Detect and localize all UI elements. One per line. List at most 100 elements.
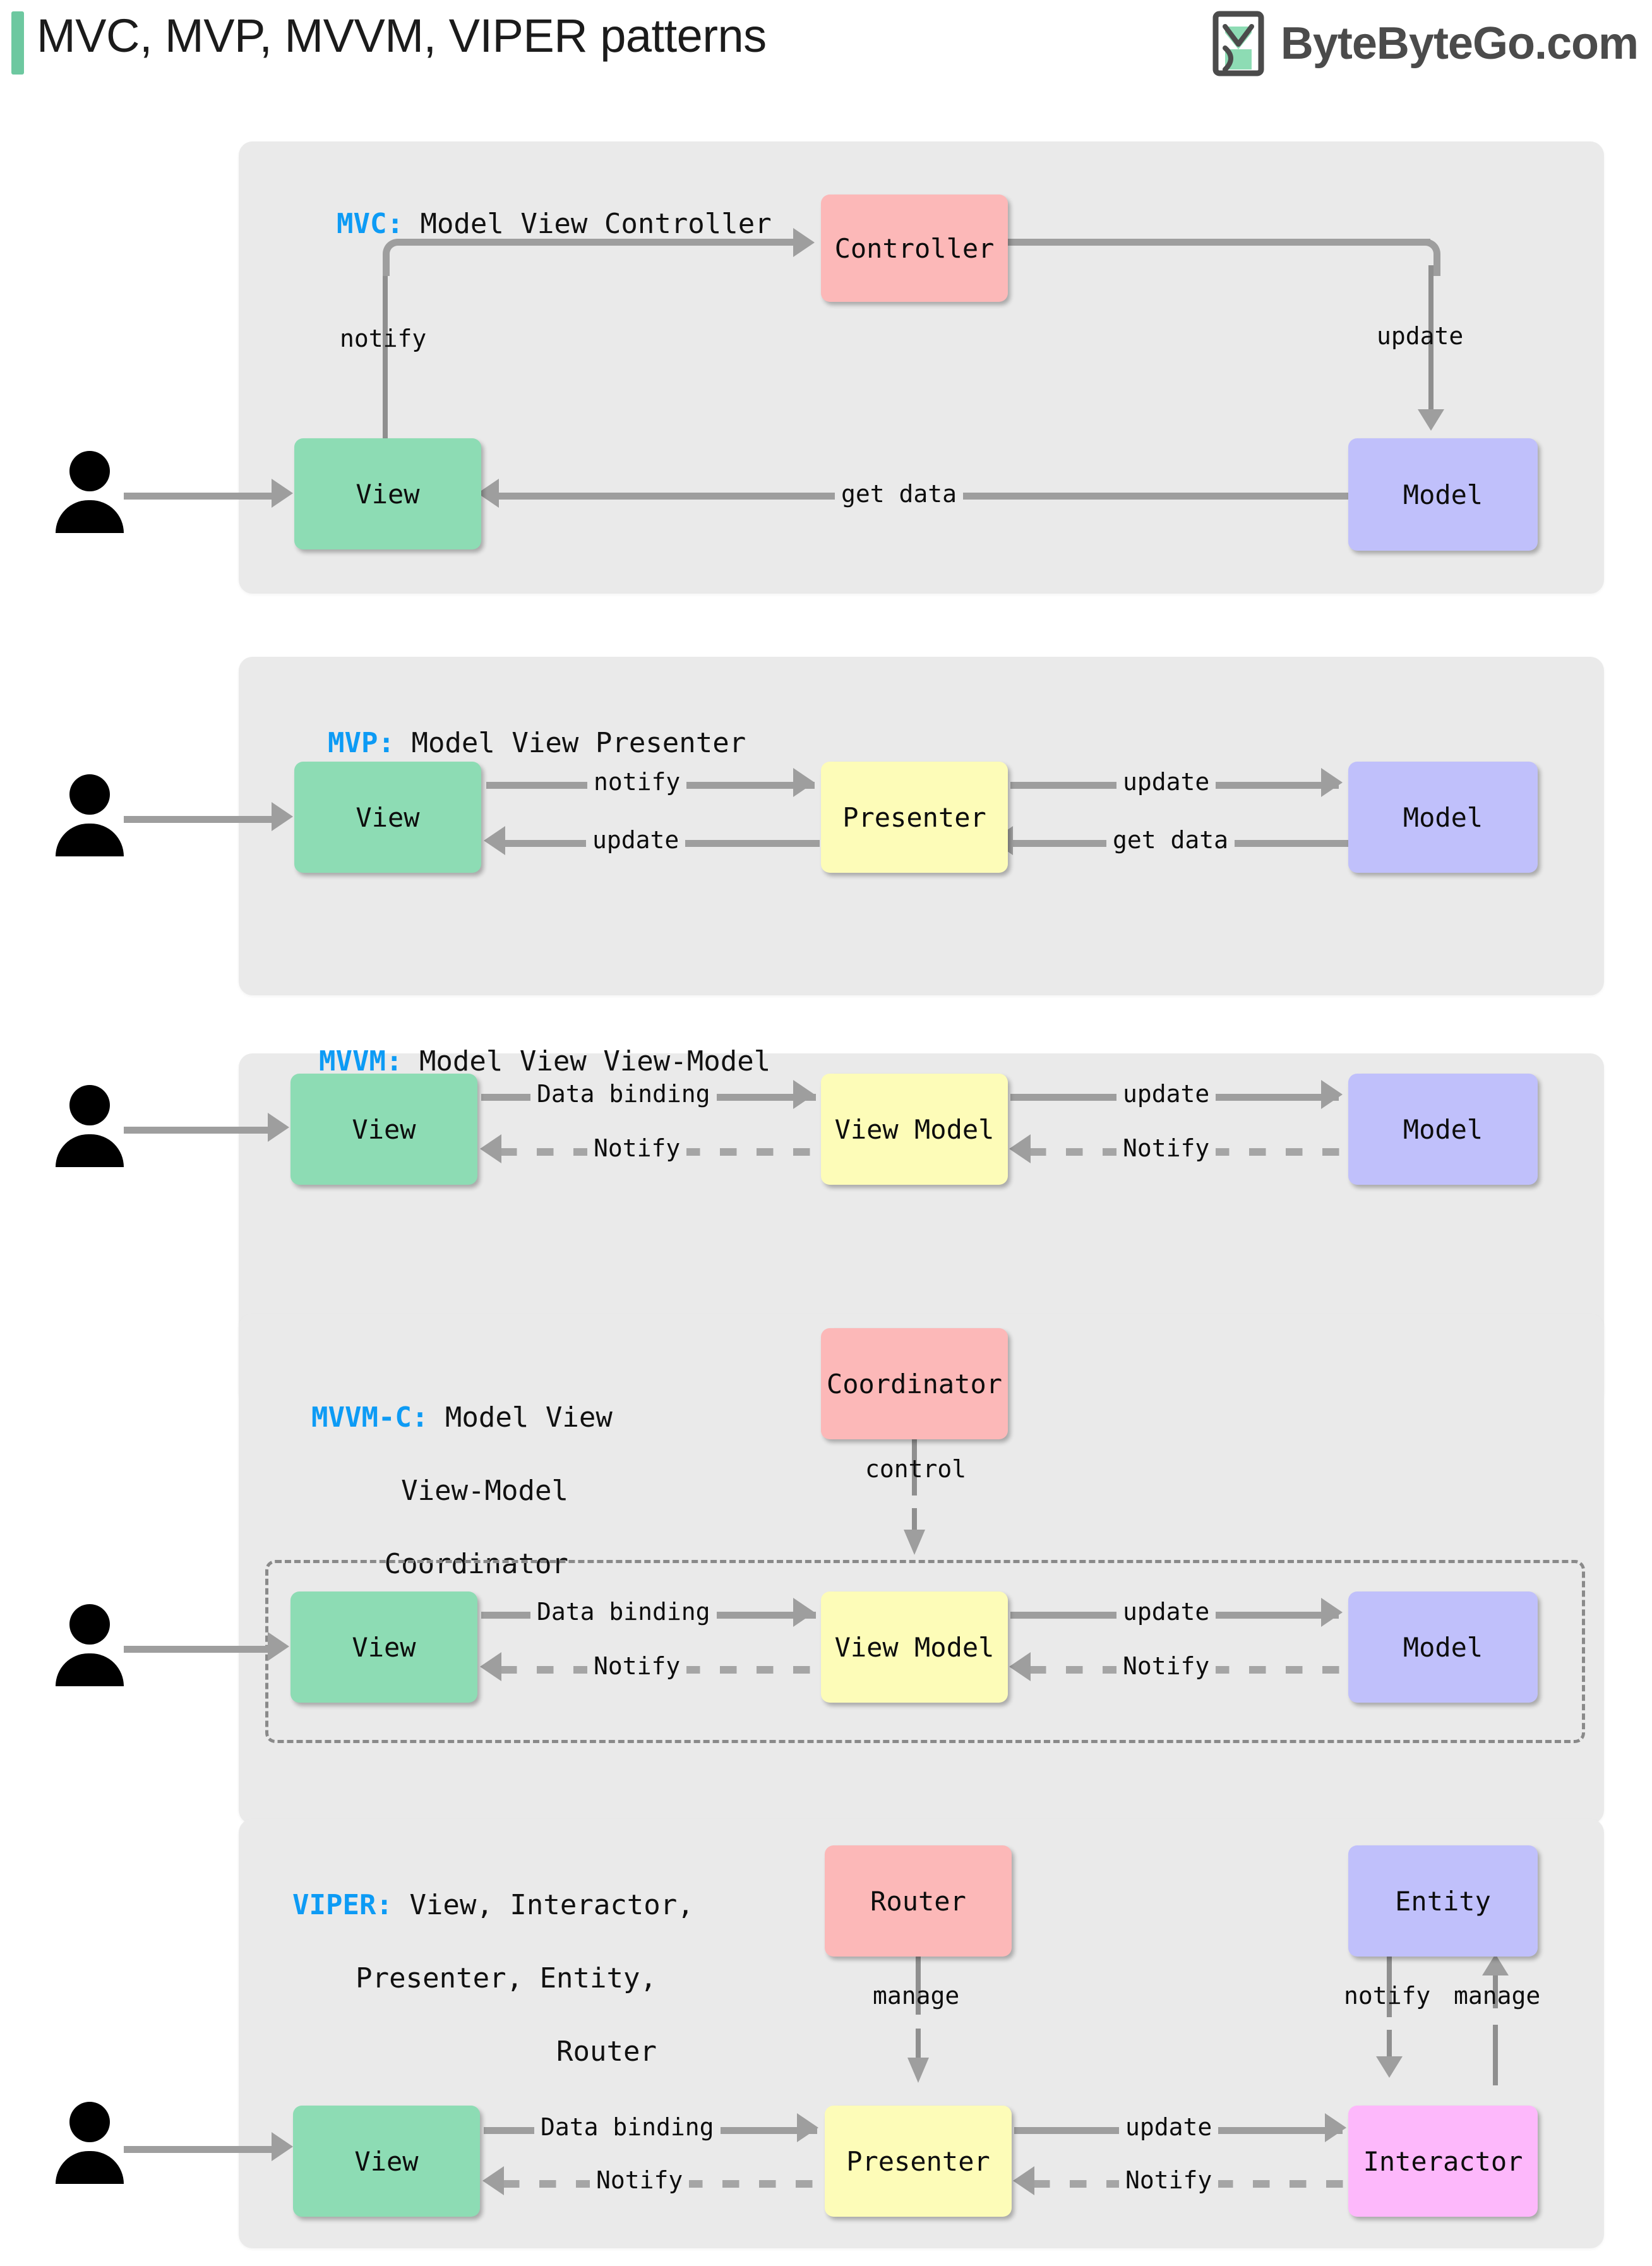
pattern-expansion-line-1-mvvmc: Model View (445, 1401, 613, 1434)
edge-entity-notify-vertical-viper (1387, 1955, 1392, 2017)
pattern-expansion-line-3-mvvmc: Coordinator (384, 1548, 568, 1580)
edge-label-manage-interactor-viper: manage (1454, 1982, 1541, 2010)
edge-interactor-manage-vertical2-viper (1493, 1975, 1498, 2008)
arrowhead-router-to-presenter-viper (907, 2058, 929, 2083)
arrowhead-view-to-presenter-viper (797, 2113, 818, 2142)
edge-controller-to-model-vertical-mvc (1428, 265, 1434, 417)
edge-label-get-data-mvp: get data (1106, 825, 1235, 855)
edge-view-to-controller-elbow-mvc (383, 239, 420, 276)
pattern-abbr-viper: VIPER: (292, 1889, 393, 1921)
arrowhead-model-to-viewmodel-mvvmc (1009, 1652, 1031, 1681)
title-accent-bar (11, 11, 24, 75)
edge-label-update-to-view-mvp: update (586, 825, 686, 855)
pattern-abbr-mvvmc: MVVM-C: (311, 1401, 429, 1434)
pattern-expansion-mvvm: Model View View-Model (419, 1045, 771, 1077)
edge-view-to-controller-vertical-mvc (383, 265, 388, 448)
edge-label-data-binding-mvvm: Data binding (530, 1079, 717, 1109)
person-head (69, 774, 110, 815)
pattern-label-mvvm: MVVM: Model View View-Model (285, 1007, 770, 1080)
person-head (69, 451, 110, 491)
pattern-expansion-mvc: Model View Controller (420, 208, 772, 240)
arrowhead-view-to-controller-mvc (793, 228, 815, 257)
pattern-expansion-line-2-viper: Presenter, Entity, (356, 1962, 657, 1994)
edge-view-to-controller-horizontal-mvc (410, 239, 796, 246)
person-head (69, 2102, 110, 2142)
arrowhead-viewmodel-to-model-mvvm (1321, 1080, 1343, 1109)
arrowhead-actor-to-view-mvvm (268, 1113, 289, 1142)
page-header: MVC, MVP, MVVM, VIPER patterns ByteByteG… (0, 0, 1652, 101)
arrowhead-controller-to-model-mvc (1418, 409, 1444, 431)
edge-entity-notify-vertical2-viper (1387, 2030, 1392, 2059)
arrowhead-view-to-viewmodel-mvvm (793, 1080, 815, 1109)
node-view-mvvmc[interactable]: View (290, 1592, 477, 1703)
node-view-viper[interactable]: View (293, 2106, 480, 2217)
edge-coordinator-control-vertical-mvvmc (912, 1439, 917, 1496)
edge-label-get-data-mvc: get data (835, 479, 964, 509)
node-viewmodel-mvvmc[interactable]: View Model (821, 1592, 1008, 1703)
edge-label-notify-mvc: notify (340, 325, 427, 352)
arrowhead-viewmodel-to-view-mvvm (480, 1134, 501, 1163)
pattern-label-viper: VIPER: View, Interactor, Presenter, Enti… (259, 1850, 694, 2070)
node-router-viper[interactable]: Router (825, 1845, 1012, 1957)
node-presenter-mvp[interactable]: Presenter (821, 762, 1008, 873)
node-model-mvc[interactable]: Model (1348, 438, 1538, 551)
person-icon (56, 1604, 124, 1686)
edge-label-notify-viewmodel-mvvm: Notify (1116, 1133, 1216, 1163)
edge-label-update-mvc: update (1377, 322, 1464, 350)
arrowhead-actor-to-view-mvvmc (268, 1632, 289, 1661)
person-icon (56, 2102, 124, 2184)
node-viewmodel-mvvm[interactable]: View Model (821, 1074, 1008, 1185)
person-body (56, 824, 124, 856)
arrowhead-presenter-to-view-viper (482, 2166, 504, 2195)
node-model-mvvmc[interactable]: Model (1348, 1592, 1538, 1703)
node-view-mvvm[interactable]: View (290, 1074, 477, 1185)
person-body (56, 2151, 124, 2184)
node-controller-mvc[interactable]: Controller (821, 195, 1008, 302)
arrowhead-actor-to-view-viper (272, 2132, 293, 2161)
arrowhead-actor-to-view-mvp (272, 802, 293, 831)
pattern-expansion-line-3-viper: Router (556, 2035, 657, 2068)
edge-actor-to-view-mvvmc (124, 1646, 278, 1653)
edge-actor-to-view-viper (124, 2146, 282, 2153)
arrowhead-view-to-presenter-mvp (793, 768, 815, 797)
edge-label-notify-entity-viper: notify (1344, 1982, 1431, 2010)
node-presenter-viper[interactable]: Presenter (825, 2106, 1012, 2217)
node-model-mvp[interactable]: Model (1348, 762, 1538, 873)
node-view-mvp[interactable]: View (294, 762, 481, 873)
person-body (56, 1134, 124, 1167)
pattern-abbr-mvp: MVP: (327, 727, 395, 759)
node-entity-viper[interactable]: Entity (1348, 1845, 1538, 1957)
person-head (69, 1085, 110, 1125)
pattern-label-mvp: MVP: Model View Presenter (294, 688, 746, 762)
edge-label-notify-presenter-viper: Notify (1119, 2165, 1219, 2195)
pattern-expansion-line-1-viper: View, Interactor, (409, 1889, 694, 1921)
arrowhead-presenter-to-interactor-viper (1325, 2113, 1346, 2142)
arrowhead-view-to-viewmodel-mvvmc (793, 1598, 815, 1627)
edge-controller-to-model-elbow-mvc (1403, 239, 1440, 276)
brand-logo-group: ByteByteGo.com (1211, 10, 1639, 77)
edge-label-update-mvvm: update (1116, 1079, 1216, 1109)
pattern-abbr-mvvm: MVVM: (318, 1045, 403, 1077)
edge-controller-to-model-horizontal-mvc (1007, 239, 1430, 246)
node-coordinator-mvvmc[interactable]: Coordinator (821, 1328, 1008, 1439)
edge-actor-to-view-mvc (124, 493, 282, 500)
arrowhead-model-to-viewmodel-mvvm (1009, 1134, 1031, 1163)
node-interactor-viper[interactable]: Interactor (1348, 2106, 1538, 2217)
node-model-mvvm[interactable]: Model (1348, 1074, 1538, 1185)
person-icon (56, 1085, 124, 1167)
person-icon (56, 774, 124, 856)
edge-label-update-mvvmc: update (1116, 1597, 1216, 1627)
edge-label-notify-viewmodel-mvvmc: Notify (1116, 1651, 1216, 1681)
edge-label-data-binding-mvvmc: Data binding (530, 1597, 717, 1627)
edge-label-manage-router-viper: manage (873, 1982, 960, 2010)
edge-interactor-manage-vertical-viper (1493, 2025, 1498, 2085)
edge-actor-to-view-mvvm (124, 1127, 278, 1134)
person-body (56, 500, 124, 533)
arrowhead-interactor-to-presenter-viper (1013, 2166, 1034, 2195)
arrowhead-presenter-to-model-mvp (1321, 768, 1343, 797)
arrowhead-viewmodel-to-model-mvvmc (1321, 1598, 1343, 1627)
node-view-mvc[interactable]: View (294, 438, 481, 549)
pattern-expansion-mvp: Model View Presenter (411, 727, 746, 759)
edge-label-update-viper: update (1119, 2112, 1219, 2142)
arrowhead-presenter-to-view-mvp (484, 826, 505, 855)
